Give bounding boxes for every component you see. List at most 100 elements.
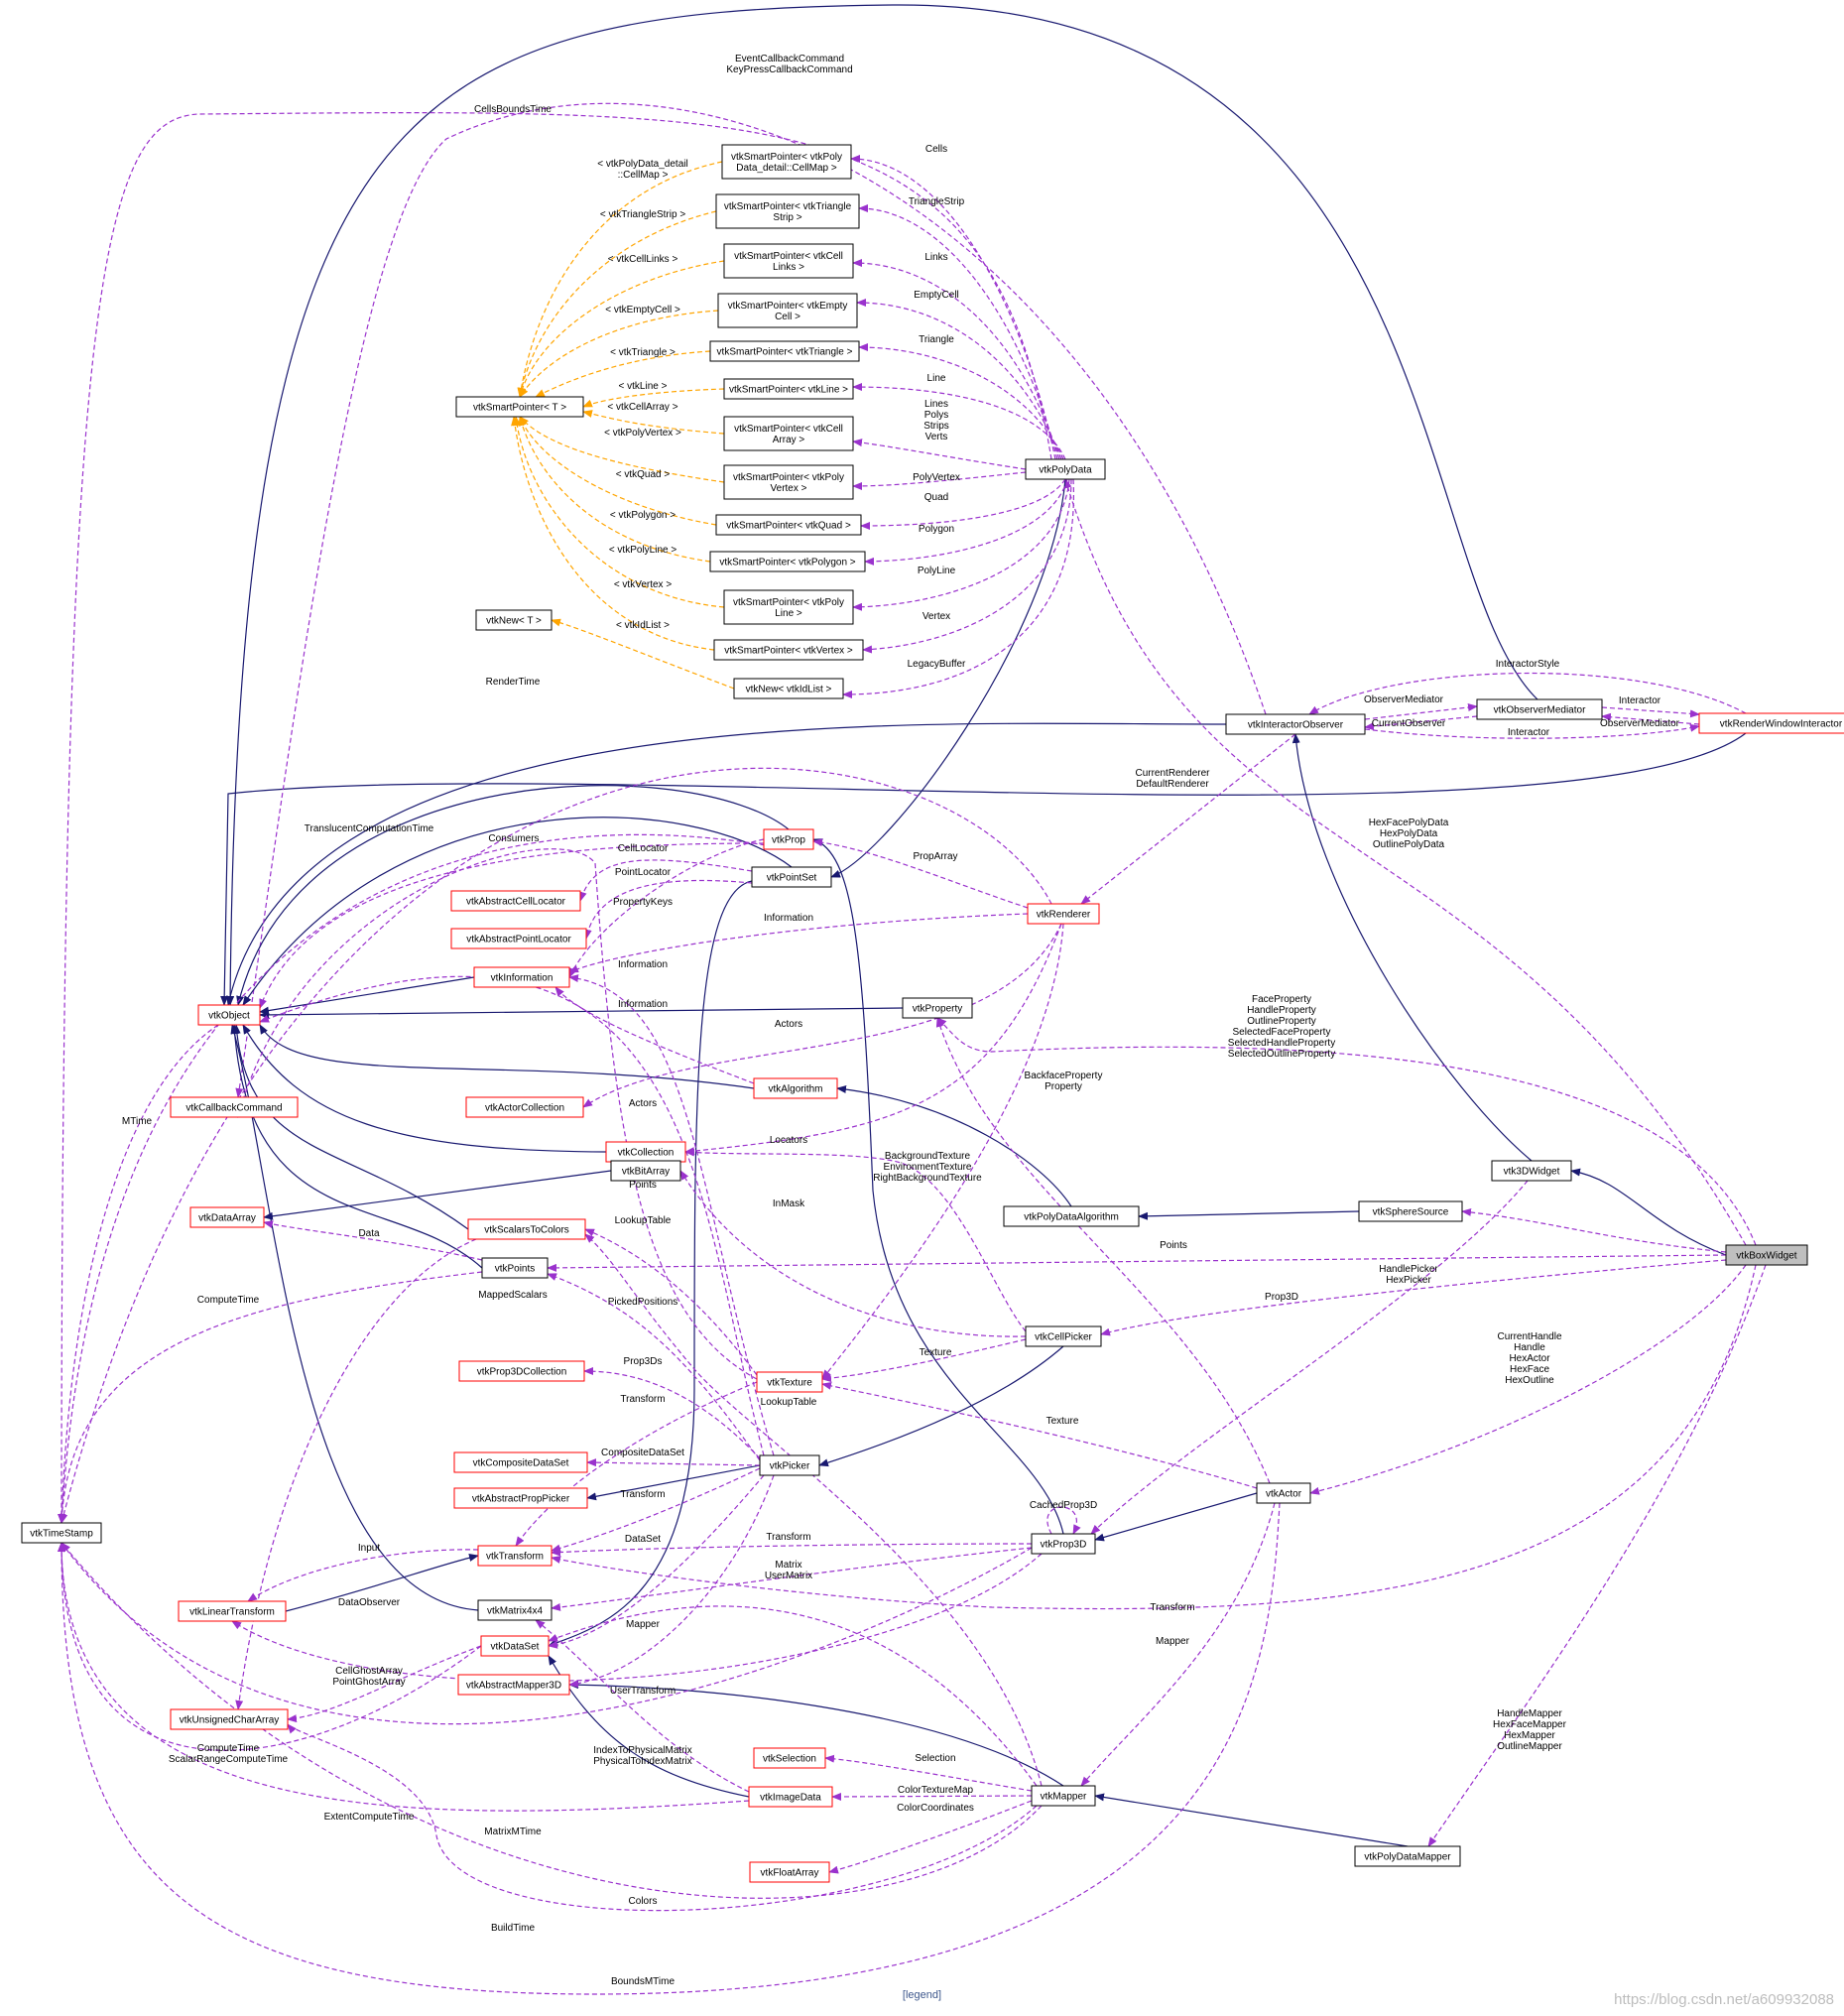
- class-node-label-line[interactable]: vtkAlgorithm: [768, 1084, 822, 1095]
- class-node-box[interactable]: [717, 293, 858, 328]
- class-node-box[interactable]: [709, 340, 860, 362]
- class-node-label[interactable]: vtkMapper: [1041, 1792, 1087, 1803]
- class-node-box[interactable]: [178, 1600, 287, 1622]
- class-node-label-line[interactable]: vtkBitArray: [622, 1167, 670, 1178]
- class-node-label-line[interactable]: vtkCollection: [618, 1148, 675, 1159]
- class-node-box[interactable]: [1027, 903, 1100, 925]
- class-node-box[interactable]: [1476, 698, 1603, 720]
- class-node-vtkProp3D[interactable]: vtkProp3D: [1031, 1533, 1096, 1555]
- class-node-label-line[interactable]: vtkSmartPointer< vtkQuad >: [726, 521, 851, 532]
- class-node-label[interactable]: vtkNew< T >: [486, 616, 542, 627]
- class-node-vtkAbstractPointLocator[interactable]: vtkAbstractPointLocator: [450, 928, 587, 949]
- class-node-label[interactable]: vtkRenderer: [1037, 910, 1091, 921]
- class-node-label[interactable]: vtkDataArray: [198, 1213, 256, 1224]
- class-node-box[interactable]: [450, 928, 587, 949]
- class-node-label-line[interactable]: vtkTexture: [767, 1378, 812, 1389]
- class-node-label-line[interactable]: vtkSmartPointer< T >: [473, 403, 566, 414]
- class-node-box[interactable]: [481, 1257, 549, 1279]
- class-node-new_IdList[interactable]: vtkNew< vtkIdList >: [733, 678, 844, 699]
- class-node-box[interactable]: [457, 1674, 570, 1696]
- class-node-label[interactable]: vtkAlgorithm: [768, 1084, 822, 1095]
- class-node-label-line[interactable]: Strip >: [773, 212, 801, 223]
- class-node-vtkNewT[interactable]: vtkNew< T >: [475, 609, 553, 631]
- class-node-label[interactable]: vtkPolyData: [1039, 465, 1092, 476]
- class-node-box[interactable]: [170, 1096, 299, 1118]
- class-node-box[interactable]: [1725, 1244, 1808, 1266]
- class-node-label-line[interactable]: vtkCallbackCommand: [185, 1103, 282, 1114]
- class-node-label[interactable]: vtkNew< vtkIdList >: [746, 685, 832, 695]
- class-node-box[interactable]: [475, 609, 553, 631]
- class-node-vtkImageData[interactable]: vtkImageData: [748, 1786, 833, 1808]
- class-node-vtkObserverMediator[interactable]: vtkObserverMediator: [1476, 698, 1603, 720]
- class-node-label-line[interactable]: vtkPicker: [770, 1461, 810, 1472]
- class-node-label[interactable]: vtkPicker: [770, 1461, 810, 1472]
- class-node-box[interactable]: [453, 1451, 588, 1473]
- class-node-sp_Line[interactable]: vtkSmartPointer< vtkLine >: [723, 378, 854, 400]
- class-node-box[interactable]: [1256, 1482, 1311, 1504]
- class-node-label[interactable]: vtkTransform: [486, 1552, 544, 1563]
- class-node-label-line[interactable]: vtkUnsignedCharArray: [180, 1715, 280, 1726]
- class-node-vtkProperty[interactable]: vtkProperty: [902, 997, 973, 1019]
- class-node-vtkCollection[interactable]: vtkCollection: [605, 1141, 686, 1163]
- class-node-vtkMatrix4x4[interactable]: vtkMatrix4x4: [477, 1599, 553, 1621]
- class-node-box[interactable]: [480, 1635, 550, 1657]
- class-node-vtkSelection[interactable]: vtkSelection: [753, 1747, 826, 1769]
- class-node-label[interactable]: vtkProp3D: [1041, 1540, 1087, 1551]
- class-node-vtkPolyDataMapper[interactable]: vtkPolyDataMapper: [1354, 1845, 1461, 1867]
- class-node-vtkActorCollection[interactable]: vtkActorCollection: [465, 1096, 584, 1118]
- class-node-label[interactable]: vtkCellPicker: [1035, 1332, 1092, 1343]
- class-node-label-line[interactable]: vtkLinearTransform: [189, 1607, 275, 1618]
- class-node-label-line[interactable]: vtkAbstractCellLocator: [466, 897, 566, 908]
- class-node-label[interactable]: vtkImageData: [760, 1793, 821, 1804]
- class-node-label-line[interactable]: vtkProp3D: [1041, 1540, 1087, 1551]
- class-node-label-line[interactable]: vtkFloatArray: [761, 1868, 819, 1879]
- class-node-label[interactable]: vtkActor: [1266, 1489, 1302, 1500]
- class-node-label[interactable]: vtkAbstractPropPicker: [472, 1494, 570, 1505]
- class-node-label-line[interactable]: vtkSmartPointer< vtkEmpty: [728, 301, 848, 312]
- class-node-label-line[interactable]: vtkProp: [772, 835, 805, 846]
- class-node-box[interactable]: [723, 589, 854, 625]
- class-node-label-line[interactable]: vtkSmartPointer< vtkCell: [734, 251, 843, 262]
- class-node-vtkPicker[interactable]: vtkPicker: [759, 1454, 820, 1476]
- class-node-box[interactable]: [723, 464, 854, 500]
- class-node-box[interactable]: [1358, 1200, 1463, 1222]
- class-node-label-line[interactable]: vtkDataArray: [198, 1213, 256, 1224]
- class-node-box[interactable]: [467, 1218, 586, 1240]
- class-node-label-line[interactable]: vtkObserverMediator: [1494, 705, 1586, 716]
- class-node-label[interactable]: vtkMatrix4x4: [487, 1606, 544, 1617]
- class-node-box[interactable]: [453, 1487, 588, 1509]
- class-node-box[interactable]: [709, 551, 866, 572]
- class-node-label-line[interactable]: vtkImageData: [760, 1793, 821, 1804]
- class-node-label-line[interactable]: Data_detail::CellMap >: [736, 163, 837, 174]
- class-node-sp_Polygon[interactable]: vtkSmartPointer< vtkPolygon >: [709, 551, 866, 572]
- class-node-box[interactable]: [753, 1077, 838, 1099]
- class-node-box[interactable]: [723, 243, 854, 279]
- class-node-label-line[interactable]: vtkInteractorObserver: [1248, 720, 1344, 731]
- class-node-label-line[interactable]: vtkPolyDataMapper: [1364, 1852, 1451, 1863]
- class-node-label[interactable]: vtkLinearTransform: [189, 1607, 275, 1618]
- class-node-box[interactable]: [759, 1454, 820, 1476]
- class-node-box[interactable]: [170, 1708, 289, 1730]
- class-node-label-line[interactable]: vtkAbstractPropPicker: [472, 1494, 570, 1505]
- class-node-box[interactable]: [721, 144, 852, 180]
- class-node-vtkCellPicker[interactable]: vtkCellPicker: [1025, 1325, 1102, 1347]
- class-node-vtkTimeStamp[interactable]: vtkTimeStamp: [21, 1522, 102, 1544]
- class-node-vtkCompositeDataSet[interactable]: vtkCompositeDataSet: [453, 1451, 588, 1473]
- class-node-label-line[interactable]: vtkPoints: [495, 1264, 536, 1275]
- class-node-label-line[interactable]: vtkPointSet: [767, 873, 817, 884]
- class-node-vtkAbstractPropPicker[interactable]: vtkAbstractPropPicker: [453, 1487, 588, 1509]
- class-node-label-line[interactable]: vtkSphereSource: [1373, 1207, 1449, 1218]
- class-node-label-line[interactable]: vtkSmartPointer< vtkPoly: [733, 472, 844, 483]
- class-node-label-line[interactable]: vtkMapper: [1041, 1792, 1087, 1803]
- class-node-vtkTransform[interactable]: vtkTransform: [477, 1545, 553, 1567]
- class-node-vtkActor[interactable]: vtkActor: [1256, 1482, 1311, 1504]
- class-node-label-line[interactable]: vtkCompositeDataSet: [473, 1458, 569, 1469]
- class-node-sp_Vertex[interactable]: vtkSmartPointer< vtkVertex >: [713, 639, 864, 661]
- class-node-label-line[interactable]: vtkDataSet: [491, 1642, 540, 1653]
